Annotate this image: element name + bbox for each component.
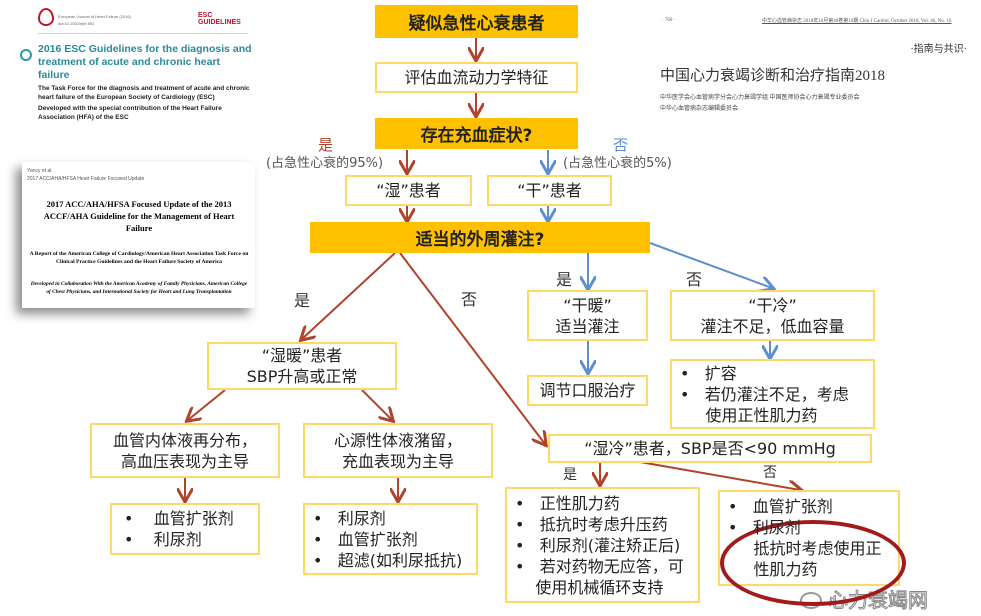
dry-warm-treatment: 调节口服治疗 [527,375,648,406]
redistribution-line: 高血压表现为主导 [120,451,249,471]
search-icon [20,49,32,61]
dry-cold-treatment: • 扩容 • 若仍灌注不足，考虑 使用正性肌力药 [670,359,875,429]
cn-journal: 中华心血管病杂志 2018年10月第46卷第10期 Chin J Cardiol… [762,19,952,24]
esc-text-column: 2016 ESC Guidelines for the diagnosis an… [38,43,252,122]
list-item: • 若对药物无应答，可 [515,556,684,576]
list-item: • 利尿剂 [313,508,386,528]
list-item: • 血管扩张剂 [313,529,418,549]
cn-page: · 760 · [662,18,676,23]
list-item: • 抵抗时考虑升压药 [515,514,668,534]
list-item: 使用正性肌力药 [705,405,818,425]
arrow-perfusion-dry-cold [649,242,772,288]
list-item: • 利尿剂 [728,518,801,537]
no-label: 否 [613,136,629,154]
esc-tag: ESC GUIDELINES [198,12,241,26]
list-item: • 超滤(如利尿抵抗) [313,550,463,570]
list-item: • 若仍灌注不足，考虑 [680,384,849,404]
cold-yes-treatment: • 正性肌力药 • 抵抗时考虑升压药 • 利尿剂(灌注矫正后) • 若对药物无应… [505,487,700,603]
acc-report: A Report of the American College of Card… [29,251,249,265]
retention-line: 充血表现为主导 [341,451,454,471]
chinese-guideline-cover: · 760 · 中华心血管病杂志 2018年10月第46卷第10期 Chin J… [640,0,981,118]
cn-authors-2: 中华心血管病杂志编辑委员会 [660,106,739,112]
redistribution-line: 血管内体液再分布， [112,430,257,450]
esc-task-force: The Task Force for the diagnosis and tre… [38,85,250,101]
acc-running-head: 2017 ACC/AHA/HFSA Heart Failure Focused … [27,176,145,182]
dry-cold-box: “干冷” 灌注不足，低血容量 [670,290,875,341]
list-item: • 血管扩张剂 [728,497,833,516]
cn-title: 中国心力衰竭诊断和治疗指南2018 [660,68,886,84]
arrow-perfusion-warm [302,252,396,339]
list-item: 抵抗时考虑使用正 [753,539,882,558]
retention-box: 心源性体液潴留， 充血表现为主导 [303,423,493,478]
wet-warm-box: “湿暖”患者 SBP升高或正常 [207,342,397,390]
acc-collab: Developed in Collaboration With the Amer… [30,281,248,295]
cn-authors: 中华医学会心血管病学分会心力衰竭学组 中国医师协会心力衰竭专业委员会 [660,95,860,101]
list-item: • 血管扩张剂 [124,509,234,528]
cold-no-label: 否 [763,465,777,481]
dry-warm-desc: 适当灌注 [555,316,620,336]
wechat-icon [800,591,822,609]
yes-percent: (占急性心衰的95%) [266,156,384,171]
list-item: 使用机械循环支持 [535,577,664,597]
perfusion-question: 适当的外周灌注? [310,222,650,253]
esc-doi: doi:10.1002/ejhf.592 [58,21,95,26]
arrow-perfusion-cold [399,252,545,444]
arrow-warm-retention [361,389,392,420]
dry-warm-title: “干暖” [563,295,612,315]
yes-label: 是 [318,136,334,154]
acc-guideline-cover: Yancy et al 2017 ACC/AHA/HFSA Heart Fail… [22,162,255,308]
arrow-cold-no [639,461,800,490]
cn-section: ·指南与共识· [910,44,967,55]
list-item: • 扩容 [680,363,737,383]
retention-line: 心源性体液潴留， [333,430,462,450]
list-item: • 利尿剂(灌注矫正后) [515,535,681,555]
redistribution-box: 血管内体液再分布， 高血压表现为主导 [90,423,280,478]
dry-no-label: 否 [686,270,703,289]
wet-warm-title: “湿暖”患者 [261,346,343,365]
start-box: 疑似急性心衰患者 [375,5,578,38]
dry-cold-title: “干冷” [748,295,797,315]
retention-treatment: • 利尿剂 • 血管扩张剂 • 超滤(如利尿抵抗) [303,503,478,575]
cold-no-treatment: • 血管扩张剂 • 利尿剂 抵抗时考虑使用正 性肌力药 [718,490,900,586]
redistribution-treatment: • 血管扩张剂 • 利尿剂 [110,503,260,555]
perfusion-yes-label: 是 [294,291,311,310]
dry-patient-box: “干”患者 [487,175,612,206]
perfusion-no-label: 否 [461,290,478,309]
esc-journal: European Journal of Heart Failure (2016) [58,14,131,19]
acc-author: Yancy et al [27,168,52,174]
esc-title: 2016 ESC Guidelines for the diagnosis an… [38,43,252,81]
wet-cold-box: “湿冷”患者，SBP是否<90 mmHg [548,434,872,463]
esc-heart-logo [38,8,54,26]
list-item: • 正性肌力药 [515,493,620,513]
watermark: 心力衰竭网 [800,588,929,613]
watermark-text: 心力衰竭网 [828,588,929,613]
assess-box: 评估血流动力学特征 [375,62,578,93]
wet-warm-desc: SBP升高或正常 [246,367,358,386]
esc-developed: Developed with the special contribution … [38,105,222,121]
list-item: 性肌力药 [753,560,818,579]
cold-yes-label: 是 [563,467,577,483]
dry-warm-box: “干暖” 适当灌注 [527,290,648,341]
arrow-warm-redistribution [188,389,226,420]
dry-cold-desc: 灌注不足，低血容量 [700,316,845,336]
list-item: • 利尿剂 [124,530,202,549]
dry-yes-label: 是 [556,270,573,289]
no-percent: (占急性心衰的5%) [563,156,672,171]
wet-patient-box: “湿”患者 [345,175,472,206]
esc-guideline-cover: European Journal of Heart Failure (2016)… [0,0,255,156]
congestion-question: 存在充血症状? [375,118,578,149]
acc-title: 2017 ACC/AHA/HFSA Focused Update of the … [43,199,235,233]
